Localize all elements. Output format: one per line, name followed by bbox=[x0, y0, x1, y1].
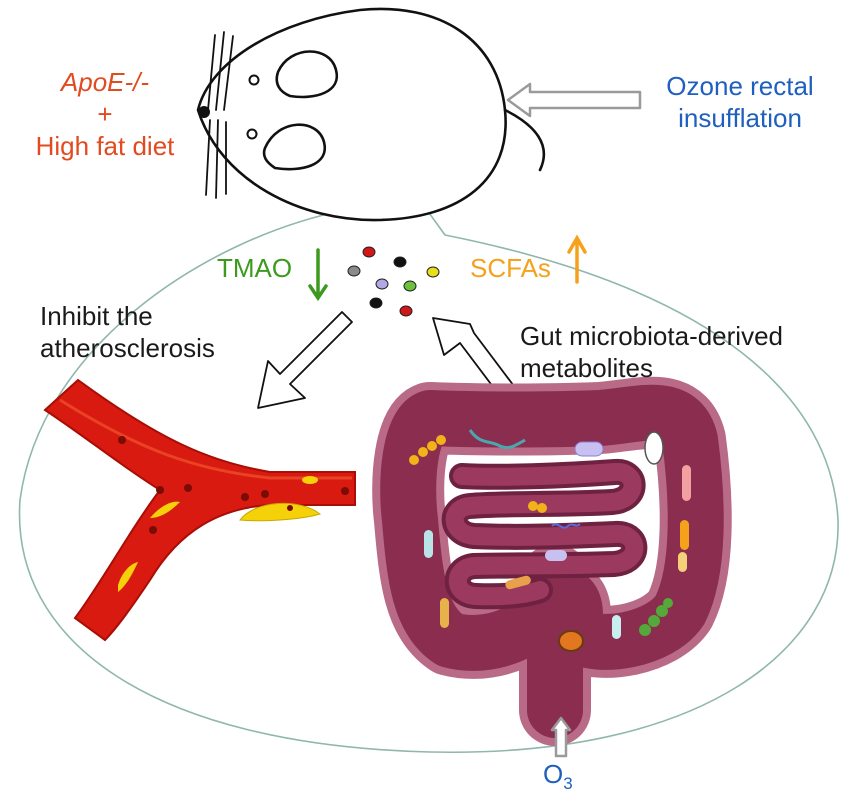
inhibit-arrow-icon bbox=[257, 311, 353, 409]
effect-line1: Inhibit the bbox=[40, 301, 153, 331]
tmao-down-arrow-icon bbox=[308, 248, 328, 302]
tmao-label: TMAO bbox=[217, 253, 293, 283]
mouse-nose-icon bbox=[198, 106, 210, 118]
source-label: Gut microbiota-derived metabolites bbox=[520, 320, 783, 384]
effect-line2: atherosclerosis bbox=[40, 333, 215, 363]
ozone-label: O3 bbox=[543, 758, 573, 800]
ozone-input-arrow-icon bbox=[550, 716, 572, 758]
ozone-symbol: O bbox=[543, 759, 564, 789]
metabolite-dots-icon bbox=[347, 246, 440, 317]
treatment-line2: insufflation bbox=[678, 103, 802, 133]
intestine-icon bbox=[372, 376, 732, 746]
source-line1: Gut microbiota-derived bbox=[520, 321, 783, 351]
source-line2: metabolites bbox=[520, 353, 653, 383]
artery-icon bbox=[43, 378, 356, 642]
plus-label: + bbox=[97, 99, 113, 129]
diet-label: High fat diet bbox=[35, 131, 175, 161]
ozone-subscript: 3 bbox=[563, 774, 573, 794]
mouse-icon bbox=[196, 7, 546, 222]
treatment-label: Ozone rectal insufflation bbox=[640, 70, 840, 134]
scfas-up-arrow-icon bbox=[567, 234, 587, 284]
zoom-bubble-outline bbox=[18, 140, 839, 753]
effect-label: Inhibit the atherosclerosis bbox=[40, 300, 215, 364]
treatment-line1: Ozone rectal bbox=[666, 71, 814, 101]
genotype-label: ApoE-/- bbox=[60, 67, 150, 97]
insufflation-arrow-icon bbox=[506, 82, 642, 118]
model-label: ApoE-/- + High fat diet bbox=[20, 66, 190, 162]
bacteria-icon bbox=[409, 429, 691, 652]
scfas-label: SCFAs bbox=[470, 253, 551, 283]
